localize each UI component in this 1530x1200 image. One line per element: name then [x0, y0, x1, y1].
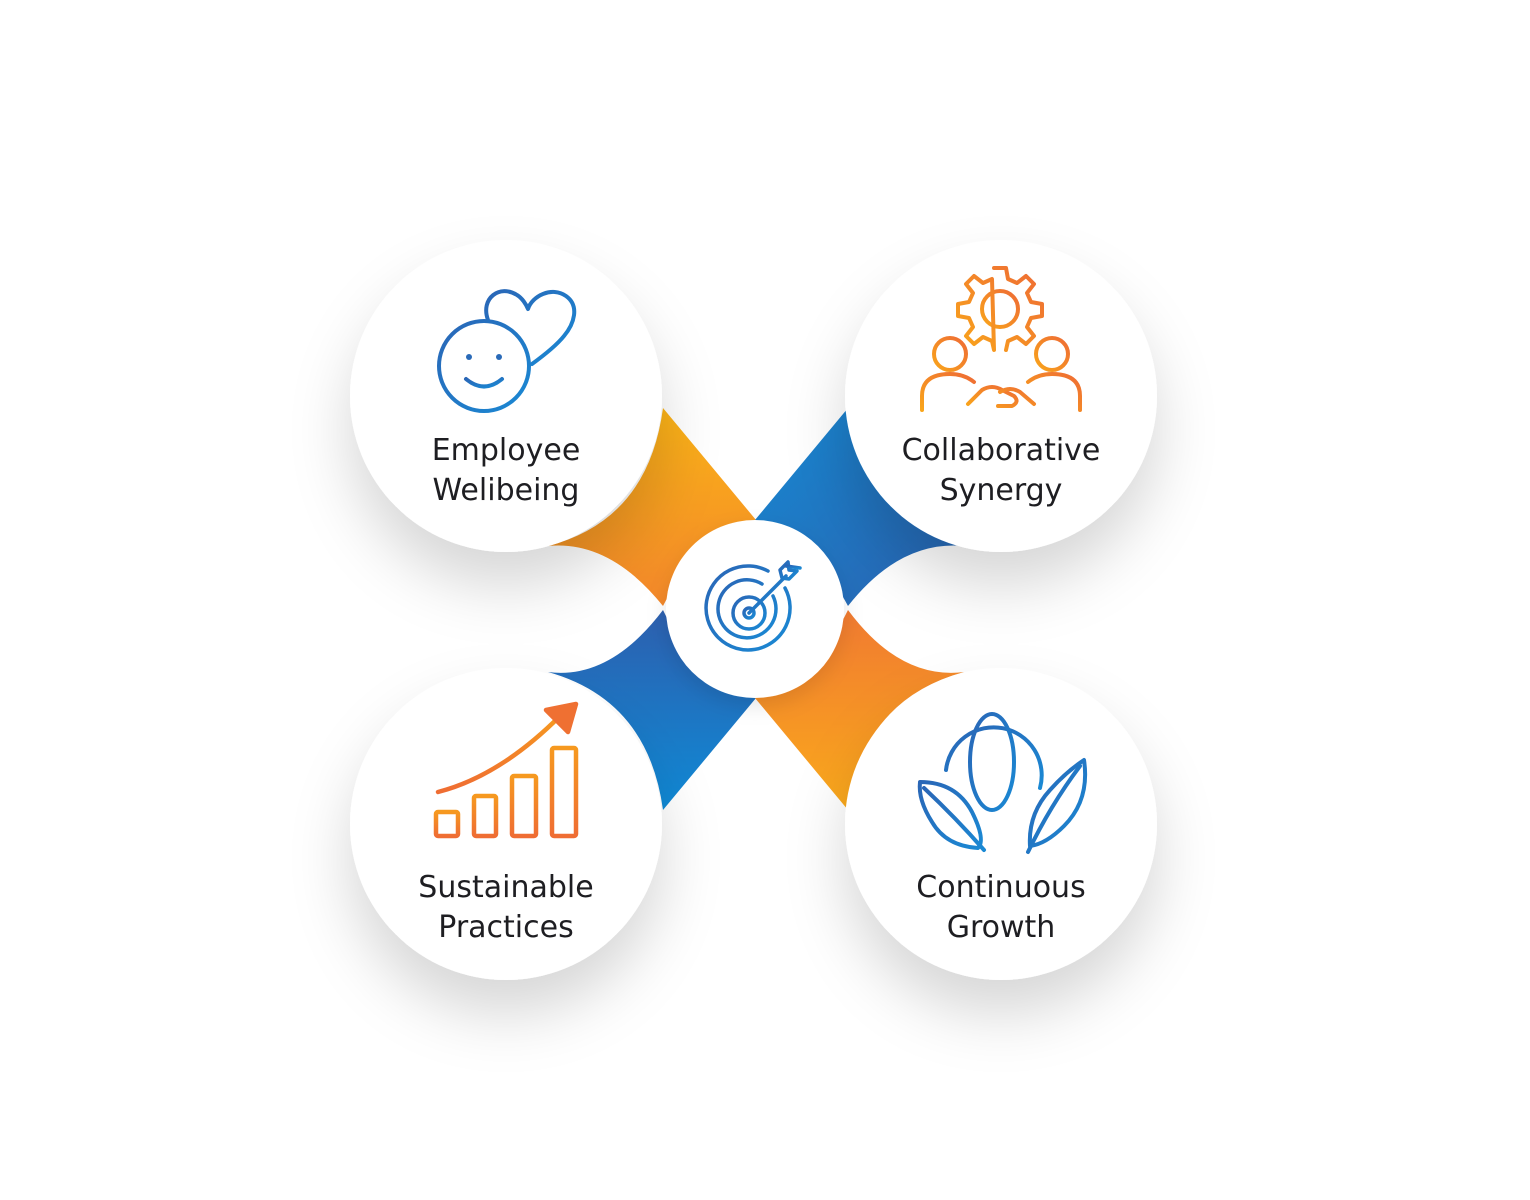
node-label-line2: Welibeing: [433, 473, 580, 508]
connector-bottom-right: [755, 610, 964, 810]
node-label-line1: Employee: [432, 433, 581, 468]
team-gear-handshake-icon: [920, 266, 1082, 412]
connector-top-right: [755, 408, 964, 606]
node-label-line2: Growth: [947, 910, 1056, 945]
node-collaborative-synergy: Collaborative Synergy: [845, 240, 1157, 552]
node-sustainable-practices: Sustainable Practices: [350, 668, 662, 980]
node-label-line1: Collaborative: [902, 433, 1101, 468]
connector-lobes: [548, 408, 964, 810]
growth-chart-arrow-icon: [433, 701, 579, 839]
smiley-heart-icon: [437, 289, 577, 413]
node-label-line2: Practices: [438, 910, 573, 945]
node-label-line1: Sustainable: [418, 870, 593, 905]
connector-bottom-left: [548, 610, 756, 810]
node-label-line1: Continuous: [916, 870, 1085, 905]
node-employee-wellbeing: Employee Welibeing: [350, 240, 662, 552]
node-continuous-growth: Continuous Growth: [845, 668, 1157, 980]
center-node: [666, 520, 844, 698]
node-label-line2: Synergy: [940, 473, 1063, 508]
globe-leaves-icon: [917, 712, 1088, 854]
target-arrow-icon: [704, 560, 802, 652]
connector-top-left: [548, 408, 756, 606]
